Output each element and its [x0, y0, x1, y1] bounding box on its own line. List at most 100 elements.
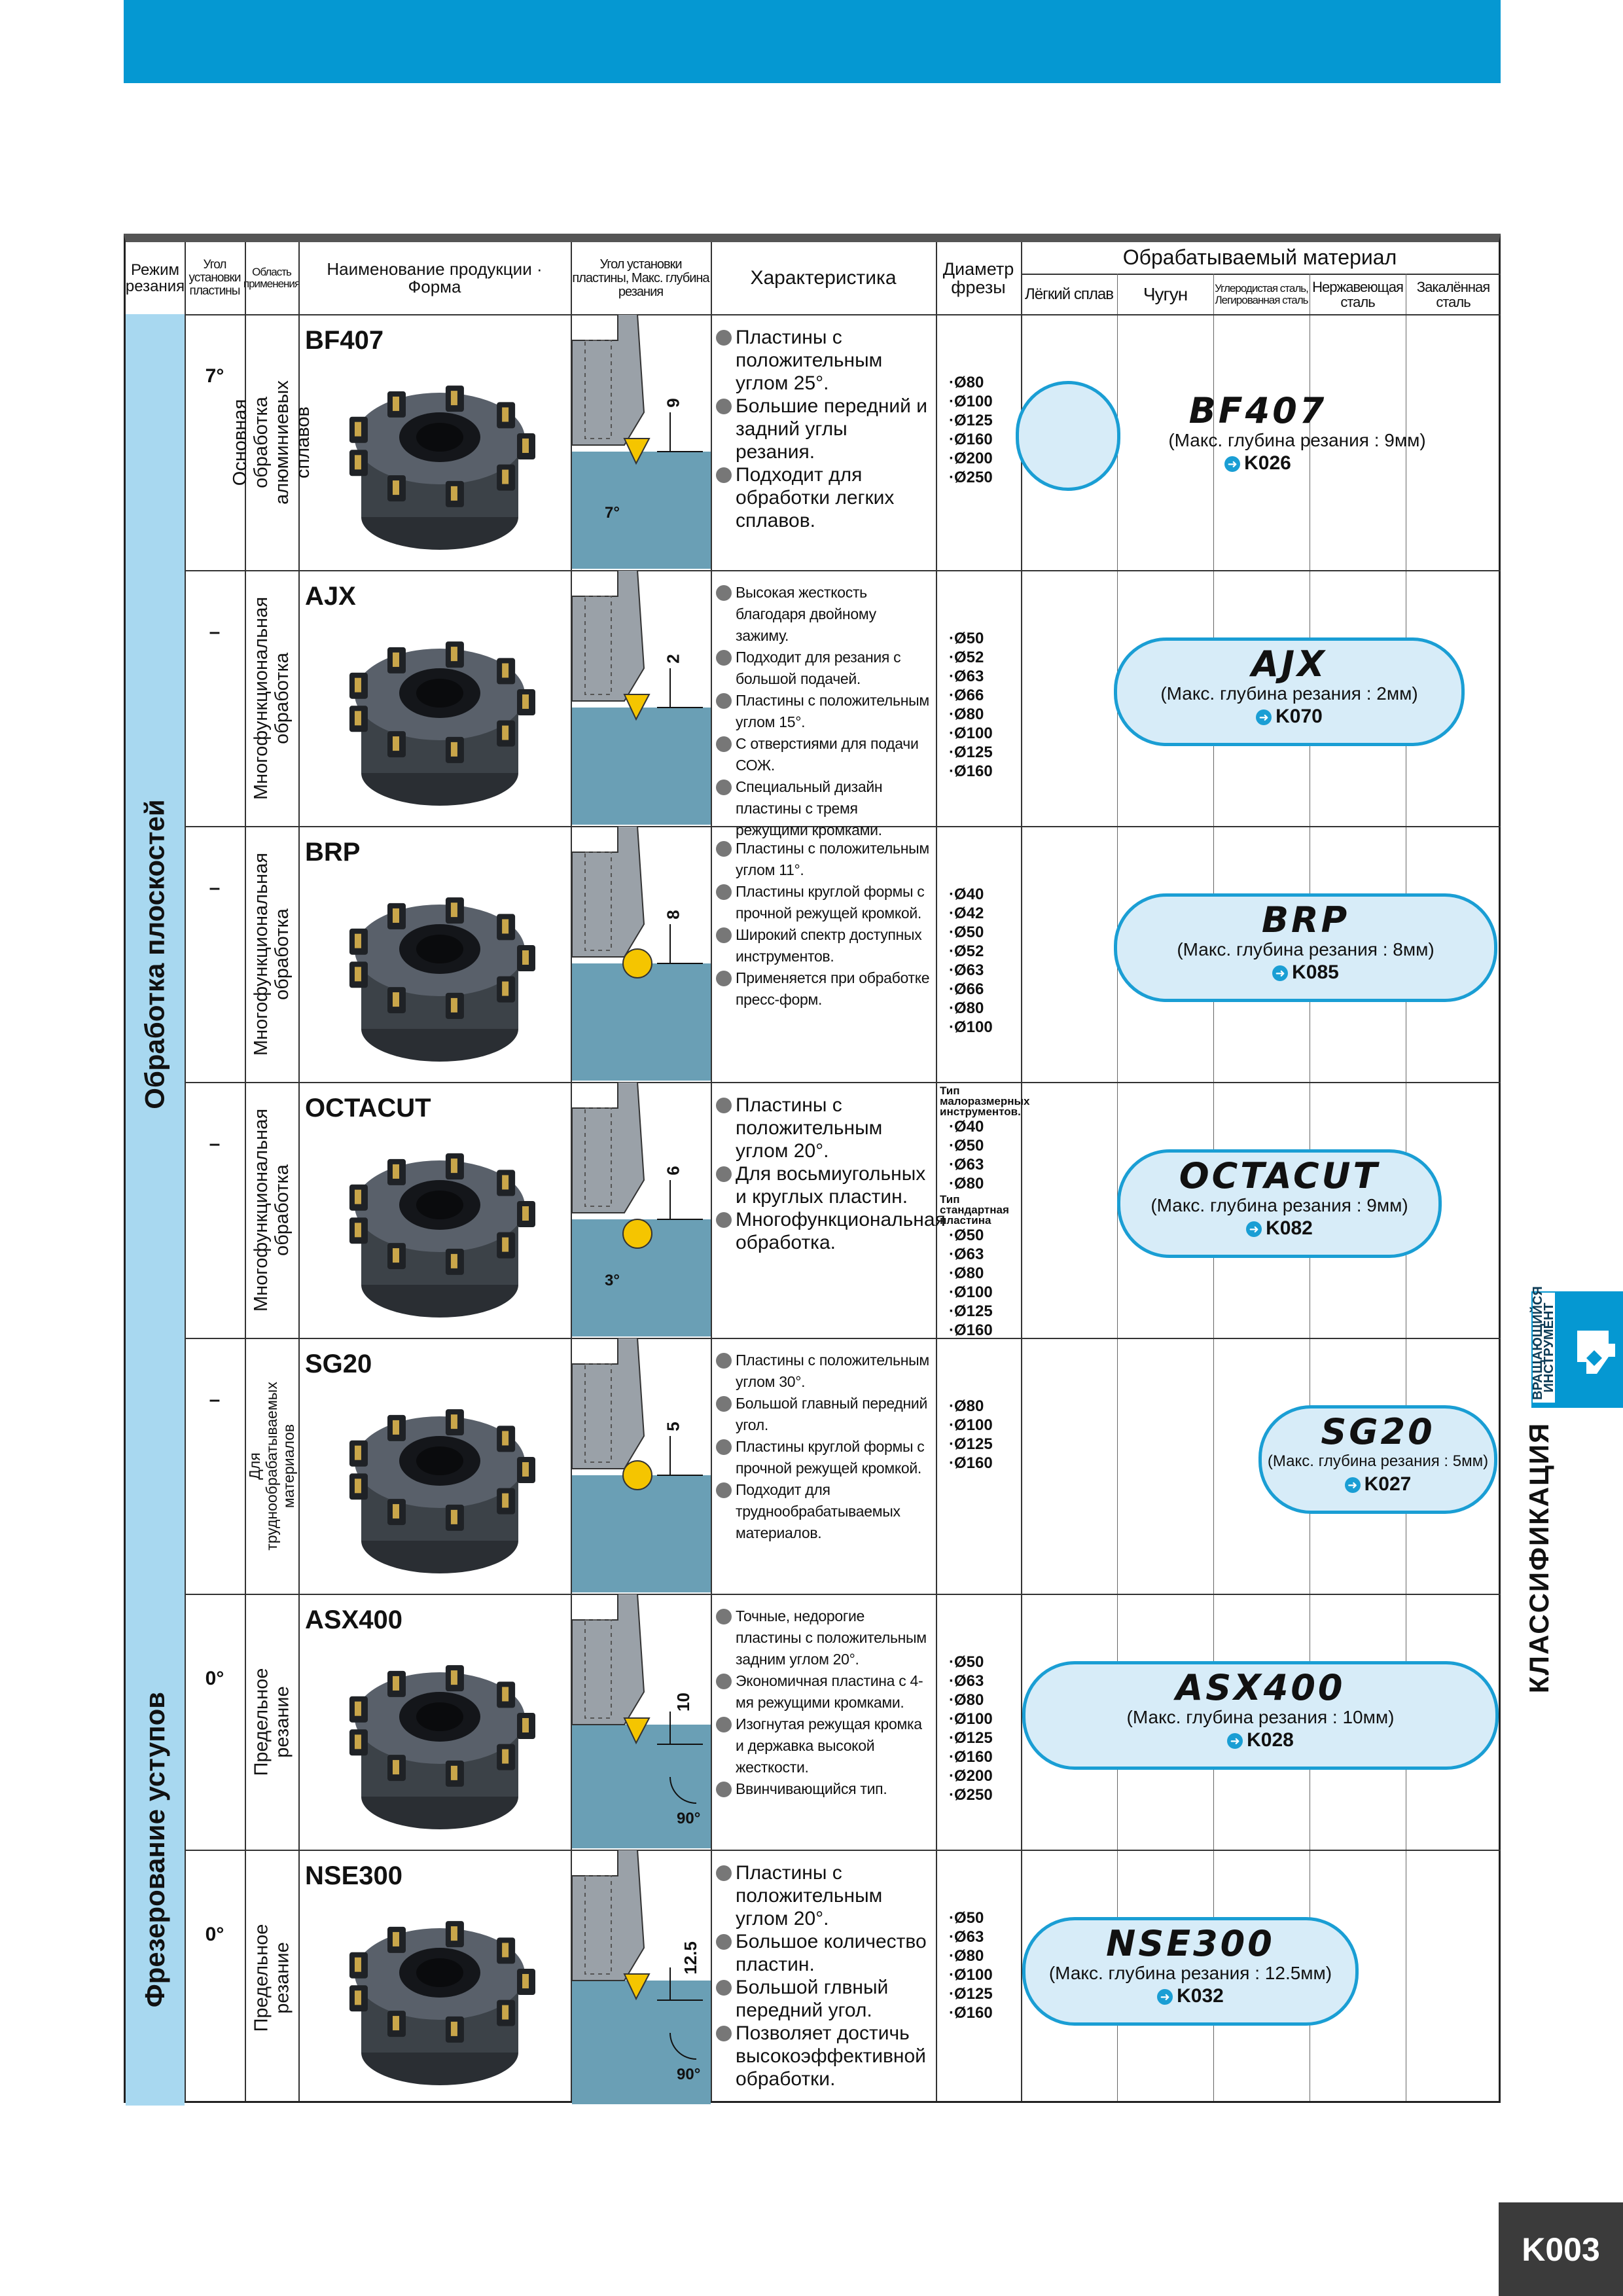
- column-divider: [571, 242, 572, 2101]
- classification-label: КЛАССИФИКАЦИЯ: [1524, 1422, 1555, 1694]
- insert-diagram: 2: [571, 569, 711, 825]
- pill-ref[interactable]: ➜K027: [1262, 1473, 1494, 1496]
- depth-label: 6: [663, 1166, 683, 1175]
- material-range-pill[interactable]: OCTACUT(Макс. глубина резания : 9мм)➜K08…: [1117, 1149, 1442, 1258]
- diameter-item: ·Ø160: [949, 762, 993, 780]
- diameter-item: ·Ø50: [949, 1137, 984, 1155]
- product-name[interactable]: OCTACUT: [305, 1094, 431, 1122]
- product-name[interactable]: SG20: [305, 1350, 372, 1378]
- feature-item: Применяется при обработке пресс-форм.: [715, 967, 932, 1011]
- depth-label: 10: [673, 1693, 693, 1712]
- feature-item: Точные, недорогие пластины с положительн…: [715, 1605, 932, 1670]
- material-range-pill[interactable]: SG20(Макс. глубина резания : 5мм) ➜K027: [1258, 1405, 1497, 1514]
- feature-item: Большое количество пластин.: [715, 1930, 932, 1976]
- product-name[interactable]: BF407: [305, 326, 384, 355]
- diameter-item: ·Ø80: [949, 1175, 984, 1193]
- angle-label: 90°: [677, 1810, 701, 1827]
- pill-ref-code: K082: [1266, 1217, 1313, 1239]
- header-area: Область применения: [243, 266, 300, 290]
- feature-list: Пластины с положительным углом 30°.Больш…: [715, 1350, 932, 1544]
- feature-item: Пластины с положительным углом 25°.: [715, 326, 932, 395]
- row-divider: [126, 1594, 1501, 1595]
- feature-item: Пластины круглой формы с прочной режущей…: [715, 881, 932, 924]
- column-divider: [245, 242, 246, 2101]
- material-range-pill[interactable]: NSE300(Макс. глубина резания : 12.5мм)➜K…: [1022, 1917, 1359, 2026]
- pill-title: SG20: [1321, 1411, 1435, 1452]
- feature-item: Пластины с положительным углом 20°.: [715, 1094, 932, 1162]
- feature-item: Ввинчивающийся тип.: [715, 1778, 932, 1800]
- group-label: Обработка плоскостей: [139, 798, 170, 1109]
- row-divider: [185, 826, 1501, 827]
- diameter-item: ·Ø100: [949, 1966, 993, 1984]
- arrow-right-icon: ➜: [1227, 1733, 1243, 1749]
- product-name[interactable]: NSE300: [305, 1861, 402, 1890]
- pill-ref-code: K070: [1275, 706, 1323, 727]
- cutter-photo: [322, 609, 558, 819]
- diameter-item: ·Ø66: [949, 687, 984, 704]
- feature-list: Высокая жесткость благодаря двойному заж…: [715, 582, 932, 841]
- diameter-item: ·Ø40: [949, 1118, 984, 1136]
- row-divider: [185, 1082, 1501, 1083]
- pill-ref[interactable]: ➜K032: [1026, 1984, 1355, 2008]
- diameter-item: ·Ø50: [949, 630, 984, 647]
- diameter-list: ·Ø80·Ø100·Ø125·Ø160·Ø200·Ø250: [940, 373, 1020, 487]
- feature-item: Пластины с положительным углом 20°.: [715, 1861, 932, 1930]
- material-range-pill[interactable]: ASX400(Макс. глубина резания : 10мм)➜K02…: [1022, 1661, 1499, 1770]
- row-divider: [185, 570, 1501, 571]
- diameter-item: ·Ø80: [949, 999, 984, 1017]
- diameter-item: ·Ø100: [949, 1710, 993, 1728]
- diameter-list: ·Ø80·Ø100·Ø125·Ø160: [940, 1397, 1020, 1473]
- header-angle: Угол установки пластины: [188, 258, 241, 298]
- header-diameter: Диаметр фрезы: [942, 259, 1014, 297]
- feature-item: Пластины круглой формы с прочной режущей…: [715, 1436, 932, 1479]
- diameter-item: ·Ø100: [949, 1283, 993, 1301]
- diameter-item: ·Ø100: [949, 1018, 993, 1036]
- material-range-pill[interactable]: AJX(Макс. глубина резания : 2мм)➜K070: [1114, 637, 1465, 746]
- pill-ref[interactable]: ➜K028: [1026, 1729, 1495, 1752]
- column-divider: [298, 242, 300, 2101]
- row-divider: [185, 1850, 1501, 1851]
- classification-table: Режим резания Угол установки пластины Об…: [124, 234, 1501, 2106]
- pill-depth: (Макс. глубина резания : 5мм): [1267, 1452, 1489, 1470]
- product-name[interactable]: BRP: [305, 838, 361, 867]
- diameter-item: ·Ø125: [949, 1729, 993, 1747]
- feature-list: Точные, недорогие пластины с положительн…: [715, 1605, 932, 1800]
- feature-item: Широкий спектр доступных инструментов.: [715, 924, 932, 967]
- pill-depth: (Макс. глубина резания : 12.5мм): [1048, 1963, 1332, 1983]
- feature-item: Пластины с положительным углом 15°.: [715, 690, 932, 733]
- material-range-pill[interactable]: [1016, 381, 1120, 491]
- cutter-photo: [322, 1633, 558, 1842]
- diameter-item: ·Ø125: [949, 1302, 993, 1320]
- pill-ref[interactable]: ➜K026: [1120, 452, 1395, 475]
- product-name[interactable]: ASX400: [305, 1605, 402, 1634]
- application-area: Предельное резание: [251, 1924, 293, 2032]
- column-divider: [711, 242, 712, 2101]
- depth-label: 5: [663, 1422, 683, 1431]
- pill-ref[interactable]: ➜K070: [1117, 705, 1461, 728]
- diameter-list: ·Ø50·Ø52·Ø63·Ø66·Ø80·Ø100·Ø125·Ø160: [940, 629, 1020, 781]
- material-range-pill[interactable]: BRP(Макс. глубина резания : 8мм)➜K085: [1114, 893, 1497, 1002]
- header-material-1: Лёгкий сплав: [1025, 285, 1114, 304]
- header-material-5: Закалённая сталь: [1416, 278, 1490, 310]
- pill-ref[interactable]: ➜K082: [1120, 1217, 1438, 1240]
- diameter-list: ·Ø50·Ø63·Ø80·Ø100·Ø125·Ø160: [940, 1909, 1020, 2022]
- page-number: K003: [1499, 2202, 1623, 2296]
- diameter-item: ·Ø125: [949, 744, 993, 761]
- angle-label: 7°: [605, 504, 620, 522]
- insert-angle-value: 7°: [205, 365, 224, 387]
- depth-label: 2: [663, 654, 683, 664]
- pill-depth: (Макс. глубина резания : 2мм): [1160, 683, 1418, 704]
- pill-ref-code: K028: [1247, 1729, 1294, 1751]
- diameter-item: ·Ø125: [949, 412, 993, 429]
- pill-depth: (Макс. глубина резания : 9мм): [1168, 430, 1426, 450]
- diameter-item: ·Ø125: [949, 1435, 993, 1453]
- product-name[interactable]: AJX: [305, 582, 356, 611]
- diameter-item: ·Ø250: [949, 469, 993, 486]
- pill-depth: (Макс. глубина резания : 9мм): [1150, 1195, 1408, 1215]
- pill-ref[interactable]: ➜K085: [1117, 961, 1494, 984]
- feature-item: Большой глвный передний угол.: [715, 1976, 932, 2022]
- header-features: Характеристика: [750, 267, 897, 289]
- application-area: Предельное резание: [251, 1668, 293, 1776]
- depth-label: 12.5: [680, 1941, 700, 1975]
- pill-title: BRP: [1261, 899, 1350, 941]
